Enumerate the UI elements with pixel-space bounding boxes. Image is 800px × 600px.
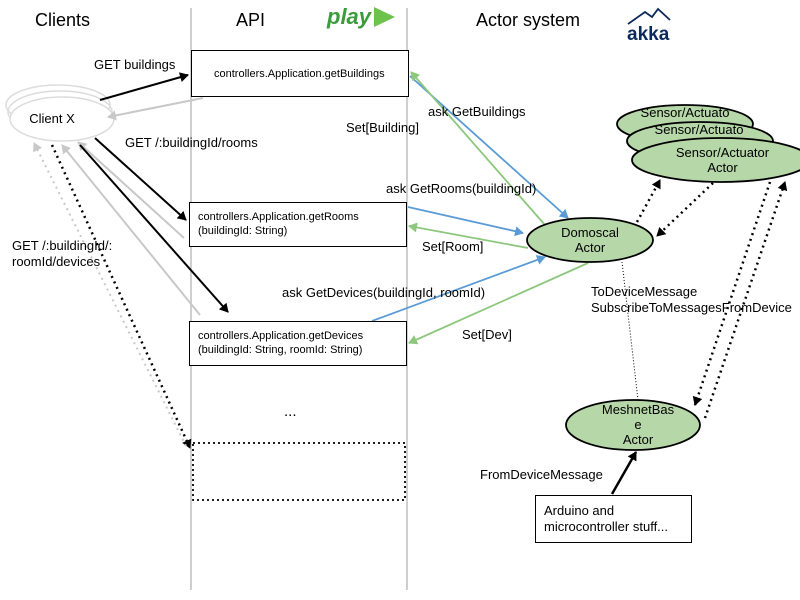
label-ask-get-devices: ask GetDevices(buildingId, roomId): [282, 285, 486, 300]
meshnet-base-actor-label: MeshnetBas e Actor: [588, 402, 688, 447]
controller-get-rooms-params: (buildingId: String): [198, 225, 288, 237]
lane-title-clients: Clients: [35, 10, 91, 30]
arrow-set-dev: [408, 262, 589, 345]
arrow-get-devices: [79, 144, 229, 313]
controller-get-devices-params: (buildingId: String, roomId: String): [198, 344, 363, 356]
label-set-dev: Set[Dev]: [462, 327, 512, 342]
client-label: Client X: [29, 111, 75, 126]
meshnet-base-actor-ellipse[interactable]: [565, 399, 701, 451]
sensor-actor-back-label-1: Sensor/Actuato: [640, 105, 730, 120]
domoscal-actor-label: Domoscal Actor: [530, 225, 650, 255]
sensor-actor-ellipse[interactable]: [631, 137, 800, 183]
label-ask-get-buildings: ask GetBuildings: [428, 104, 526, 119]
more-controllers-ellipsis: ...: [284, 403, 297, 420]
arrow-set-building: [410, 71, 546, 226]
label-get-buildings: GET buildings: [94, 57, 176, 72]
label-get-devices-line1: GET /:buildingId/:: [12, 238, 113, 253]
controller-get-buildings-label: controllers.Application.getBuildings: [214, 67, 385, 80]
hardware-label-line1: Arduino and: [544, 503, 615, 518]
controller-get-buildings[interactable]: controllers.Application.getBuildings: [191, 50, 409, 97]
meshnet-base-actor-type: Actor: [622, 432, 654, 447]
domoscal-actor-name: Domoscal: [561, 225, 619, 240]
controller-get-devices[interactable]: controllers.Application.getDevices (buil…: [189, 321, 407, 366]
label-set-room: Set[Room]: [422, 239, 484, 254]
sensor-actor-type: Actor: [707, 160, 738, 175]
placeholder-controller-box: [192, 442, 406, 501]
meshnet-base-actor-name-2: e: [634, 417, 642, 432]
play-logo: play: [327, 4, 372, 29]
akka-logo-mountain: [627, 7, 671, 25]
hardware-label-line2: microcontroller stuff...: [544, 519, 669, 534]
arrow-ask-get-devices: [371, 255, 546, 322]
arrow-get-devices-response: [61, 144, 201, 316]
controller-get-rooms-label: controllers.Application.getRooms: [198, 211, 359, 223]
arrow-domoscal-to-sensor: [635, 179, 662, 223]
controller-get-devices-label: controllers.Application.getDevices: [198, 330, 364, 342]
arrow-sensor-to-domoscal: [656, 182, 714, 237]
arrow-from-device-message: [610, 451, 638, 495]
sensor-actor-name: Sensor/Actuator: [675, 145, 770, 160]
sensor-actor-back-label-2: Sensor/Actuato: [654, 122, 744, 137]
akka-logo: akka: [627, 24, 670, 45]
controller-get-rooms[interactable]: controllers.Application.getRooms (buildi…: [189, 202, 407, 247]
lane-title-api: API: [236, 10, 266, 30]
label-to-device-message: ToDeviceMessage: [591, 284, 698, 299]
meshnet-base-actor-name-1: MeshnetBas: [601, 402, 675, 417]
link-domoscal-meshnet: [621, 261, 639, 401]
arrow-ask-get-rooms: [407, 206, 524, 237]
arrow-get-rooms: [94, 137, 187, 221]
lane-title-actor-system: Actor system: [476, 10, 581, 30]
label-set-building: Set[Building]: [346, 120, 419, 135]
arrow-sensor-to-meshnet: [692, 181, 772, 406]
arrow-dotted-request: [50, 144, 192, 449]
domoscal-actor-type: Actor: [574, 240, 606, 255]
label-ask-get-rooms: ask GetRooms(buildingId): [386, 181, 537, 196]
arrow-get-buildings: [99, 72, 189, 101]
label-get-devices-line2: roomId/devices: [12, 254, 101, 269]
hardware-box[interactable]: Arduino and microcontroller stuff...: [535, 495, 692, 543]
arrow-get-buildings-response: [107, 97, 204, 121]
arrow-set-room: [408, 222, 529, 249]
label-from-device-message: FromDeviceMessage: [480, 467, 603, 482]
arrow-get-rooms-response: [77, 141, 185, 239]
arrow-dotted-response: [33, 142, 187, 447]
play-logo-triangle: [374, 7, 395, 27]
domoscal-actor-ellipse[interactable]: [526, 217, 654, 263]
label-subscribe-to-messages: SubscribeToMessagesFromDevice: [591, 300, 792, 315]
label-get-rooms: GET /:buildingId/rooms: [125, 135, 258, 150]
sensor-actor-label: Sensor/Actuator Actor: [650, 145, 795, 175]
